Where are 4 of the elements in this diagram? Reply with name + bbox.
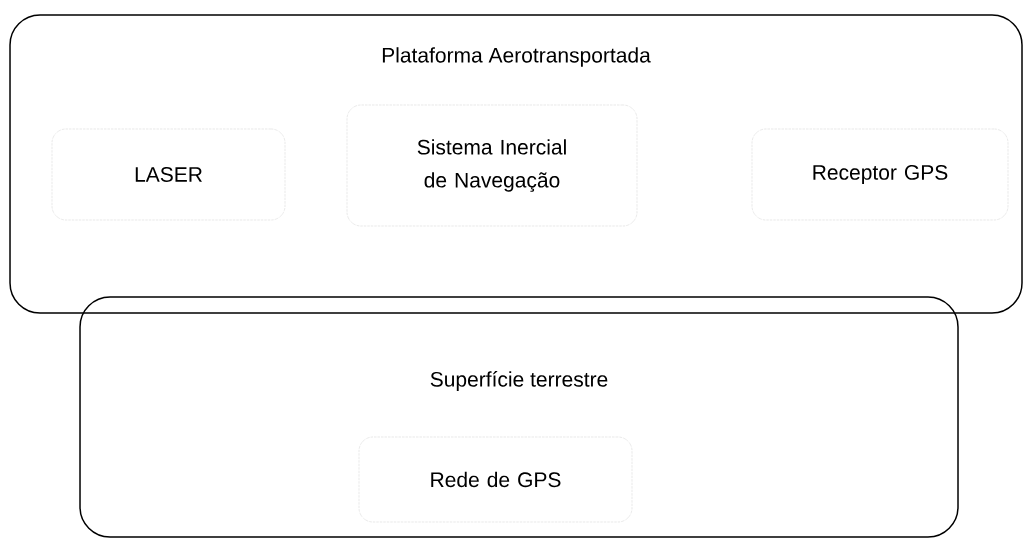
component-box: LASER bbox=[51, 128, 286, 221]
component-box: Sistema Inercial de Navegação bbox=[346, 104, 638, 227]
component-box: Rede de GPS bbox=[358, 436, 633, 523]
component-box: Receptor GPS bbox=[751, 128, 1009, 221]
